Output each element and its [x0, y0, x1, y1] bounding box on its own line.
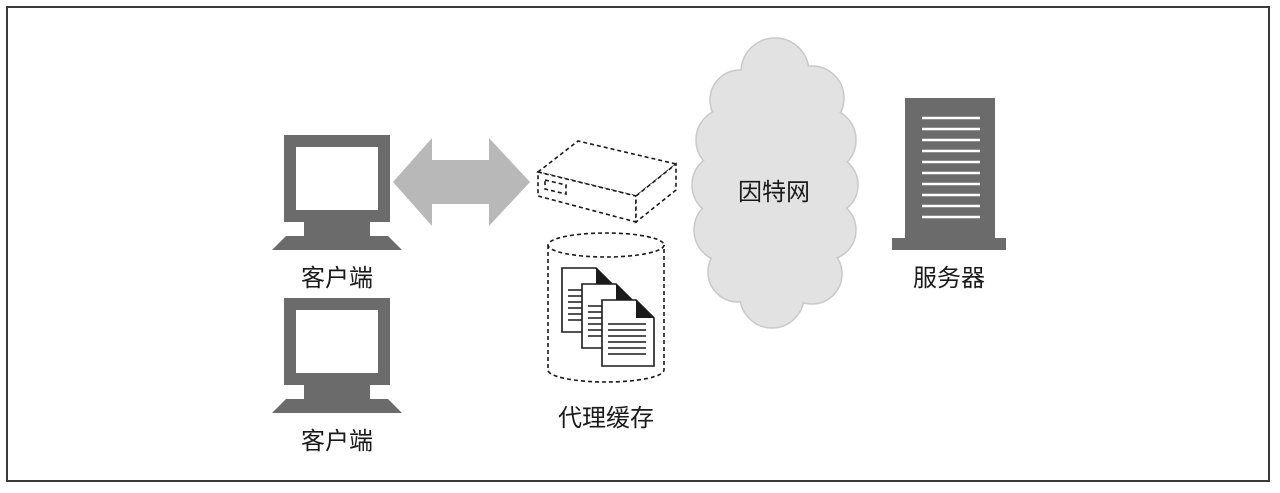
- internet-label: 因特网: [738, 178, 810, 206]
- client-top-monitor-icon: [272, 135, 402, 250]
- client-bottom-label: 客户端: [301, 427, 373, 455]
- proxy-box-icon: [536, 140, 678, 224]
- cache-cylinder-icon: [547, 232, 665, 383]
- server-label: 服务器: [913, 264, 985, 292]
- diagram-frame: [6, 6, 1270, 482]
- client-bottom-monitor-icon: [272, 298, 402, 413]
- cloud-icon: [691, 37, 859, 329]
- client-top-label: 客户端: [301, 264, 373, 292]
- document-icon: [601, 299, 655, 367]
- document-stack-icon: [561, 267, 655, 367]
- server-icon: [892, 98, 1006, 250]
- proxy-cache-label: 代理缓存: [558, 404, 654, 432]
- double-arrow-icon: [393, 138, 530, 226]
